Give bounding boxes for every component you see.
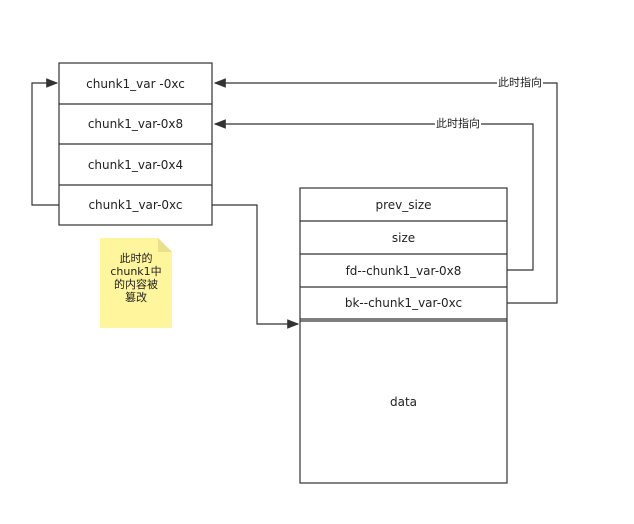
sticky-note-fold [158, 238, 172, 252]
sticky-note [100, 238, 172, 328]
note-line: 此时的 [119, 252, 153, 265]
chunk-fd: fd--chunk1_var-0x8 [301, 255, 506, 286]
note-line: 的内容被 [114, 278, 158, 291]
left-cell-3: chunk1_var-0x4 [60, 145, 211, 184]
chunk-data: data [301, 322, 506, 482]
left-cell-4: chunk1_var-0xc [60, 186, 211, 224]
arrow-label-top: 此时指向 [497, 76, 543, 90]
left-cell-2: chunk1_var-0x8 [60, 105, 211, 143]
sticky-note-text: 此时的 chunk1中 的内容被 篡改 [100, 252, 172, 304]
arrow-label-second: 此时指向 [435, 117, 481, 131]
note-line: chunk1中 [110, 265, 162, 278]
chunk-size: size [301, 222, 506, 253]
pointer-arrow-to-data [212, 204, 300, 329]
right-chunk-outline [299, 187, 508, 484]
fd-arrow [213, 119, 534, 271]
loop-arrow [31, 78, 59, 206]
note-line: 篡改 [125, 291, 147, 304]
chunk-prev-size: prev_size [301, 189, 506, 220]
chunk-bk: bk--chunk1_var-0xc [301, 288, 506, 318]
bk-arrow [213, 78, 558, 304]
left-cell-1: chunk1_var -0xc [60, 64, 211, 103]
